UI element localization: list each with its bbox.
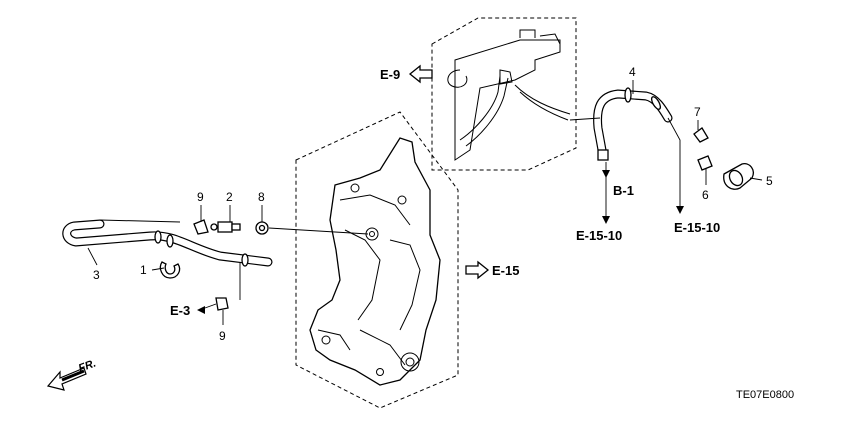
reference-e15: E-15 <box>492 263 519 278</box>
hose-clamp-6 <box>697 155 713 171</box>
callout-7: 7 <box>694 105 701 119</box>
solid-arrow-icon-down-left <box>602 216 610 224</box>
solid-arrow-icon-down-right <box>676 206 684 214</box>
reference-e3: E-3 <box>170 303 190 318</box>
callout-9-bottom: 9 <box>219 329 226 343</box>
radiator-assembly <box>447 29 571 161</box>
hose-clamp-7 <box>693 127 709 143</box>
clip-9-top <box>193 219 209 235</box>
engine-bracket <box>309 137 441 386</box>
solid-arrow-icon-e3 <box>197 306 205 314</box>
reference-e9: E-9 <box>380 67 400 82</box>
front-direction-label: FR. <box>77 357 98 374</box>
diagram-code: TE07E0800 <box>736 389 794 401</box>
reference-e15-10-left: E-15-10 <box>576 228 622 243</box>
fitting-2 <box>210 221 241 233</box>
reference-b1: B-1 <box>613 183 634 198</box>
callout-2: 2 <box>226 190 233 204</box>
hollow-arrow-icon-right <box>465 260 490 280</box>
callout-9-top: 9 <box>197 190 204 204</box>
reference-e15-10-right: E-15-10 <box>674 220 720 235</box>
lower-water-hose <box>62 219 273 267</box>
solid-arrow-icon-b1 <box>602 170 610 178</box>
callout-1: 1 <box>140 263 147 277</box>
callout-3: 3 <box>93 268 100 282</box>
callout-8: 8 <box>258 190 265 204</box>
callout-4: 4 <box>629 65 636 79</box>
callout-6: 6 <box>702 188 709 202</box>
callout-5: 5 <box>766 174 773 188</box>
radiator-boundary <box>431 17 577 171</box>
hose-cap <box>723 163 754 190</box>
washer-8 <box>255 221 269 235</box>
hollow-arrow-icon <box>408 64 433 84</box>
clip-9-bottom <box>215 297 229 311</box>
clamp-1 <box>159 261 181 279</box>
front-direction-arrow-icon <box>46 367 87 391</box>
engine-block-boundary <box>295 111 459 409</box>
upper-water-hose <box>569 87 673 161</box>
